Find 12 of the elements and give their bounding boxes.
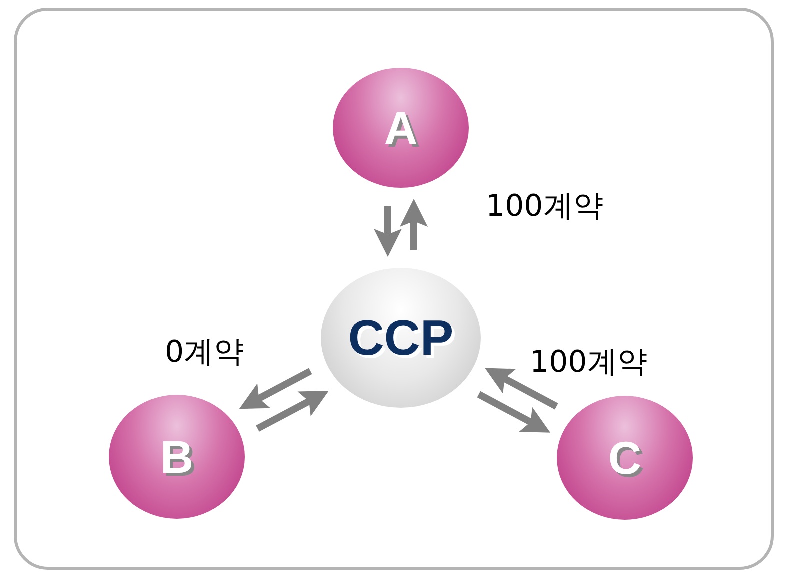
- quantity-label: 100계약: [486, 192, 604, 222]
- arrow: [239, 368, 312, 410]
- node-label: A: [384, 105, 418, 151]
- arrow: [374, 206, 402, 257]
- quantity-label: 100계약: [530, 348, 648, 378]
- node-label: B: [160, 434, 194, 480]
- quantity-label: 0계약: [165, 338, 244, 368]
- node-label: CCP: [348, 313, 454, 363]
- arrow: [400, 199, 428, 250]
- arrow: [485, 368, 558, 410]
- node-label: C: [608, 435, 642, 481]
- arrow: [477, 391, 551, 433]
